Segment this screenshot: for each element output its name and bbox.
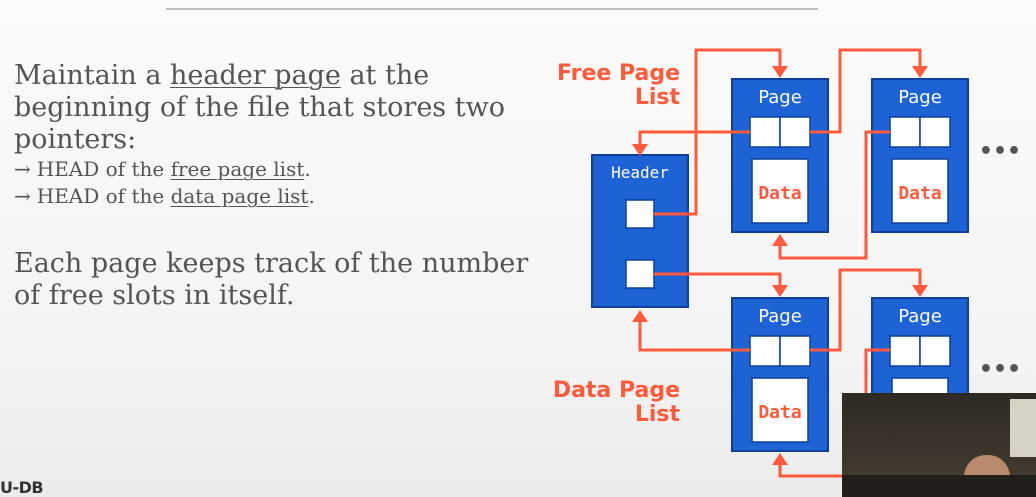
- text-span: .: [304, 157, 311, 181]
- arrow-bullet-icon: →: [14, 184, 31, 208]
- data-prev-link: [638, 320, 750, 352]
- page-slot: [919, 116, 951, 148]
- page-slot: [749, 335, 781, 367]
- header-label: Header: [611, 163, 669, 182]
- more-pages-ellipsis: •••: [979, 357, 1021, 382]
- arrow-head-icon: [632, 144, 648, 156]
- data-head-link: [654, 272, 782, 287]
- data-panel: [891, 158, 949, 224]
- slide-text: Maintain a header page at the beginning …: [14, 60, 554, 312]
- paragraph-free-slots: Each page keeps track of the number of f…: [14, 248, 529, 311]
- free-page-list-label-line1: Free Page: [557, 61, 680, 86]
- arrow-head-icon: [772, 285, 788, 297]
- data-page-list-term: data page list: [170, 184, 309, 208]
- free-head-link: [654, 48, 782, 216]
- top-divider: [166, 8, 818, 10]
- free-next-link: [810, 48, 922, 134]
- text-span: at the beginning of the file that stores…: [14, 60, 505, 155]
- arrow-head-icon: [912, 66, 928, 78]
- arrow-head-icon: [632, 310, 648, 322]
- page-slot: [889, 116, 921, 148]
- data-label: Data: [758, 183, 801, 204]
- data-panel: [751, 158, 809, 224]
- text-span: .: [308, 184, 315, 208]
- free-back-link: [778, 130, 890, 260]
- page-slot: [779, 116, 811, 148]
- data-panel: [751, 377, 809, 443]
- page-label: Page: [898, 87, 942, 108]
- data-list-head-pointer: [625, 259, 655, 289]
- page-label: Page: [898, 306, 942, 327]
- text-span: HEAD of the: [36, 157, 171, 181]
- page-slot: [749, 116, 781, 148]
- header-page-term: header page: [170, 60, 341, 91]
- arrow-head-icon: [912, 285, 928, 297]
- arrow-head-icon: [772, 66, 788, 78]
- data-label: Data: [758, 402, 801, 423]
- free-prev-link: [638, 130, 750, 146]
- video-foreground: [842, 475, 1036, 497]
- footer-logo: U-DB: [0, 478, 44, 497]
- arrow-bullet-icon: →: [14, 157, 31, 181]
- paragraph-header-page: Maintain a header page at the beginning …: [14, 60, 554, 156]
- data-next-link: [810, 268, 922, 352]
- page-label: Page: [758, 306, 802, 327]
- free-page-list-term: free page list: [170, 157, 305, 181]
- free-list-head-pointer: [625, 199, 655, 229]
- data-page-list-label-line1: Data Page: [553, 378, 680, 403]
- free-page-2: Page Data: [871, 78, 969, 233]
- bullet-data-list: →HEAD of the data page list.: [14, 183, 554, 210]
- speaker-video-overlay: [842, 393, 1036, 497]
- page-label: Page: [758, 87, 802, 108]
- more-pages-ellipsis: •••: [979, 139, 1021, 164]
- video-background-screen: [1010, 399, 1036, 457]
- text-span: Maintain a: [14, 60, 171, 91]
- arrow-head-icon: [772, 453, 788, 465]
- data-page-1: Page Data: [731, 297, 829, 452]
- data-page-list-label-line2: List: [635, 402, 681, 427]
- header-page-box: Header: [591, 154, 689, 308]
- page-slot: [889, 335, 921, 367]
- free-page-1: Page Data: [731, 78, 829, 233]
- arrow-head-icon: [772, 234, 788, 246]
- data-label: Data: [898, 183, 941, 204]
- page-slot: [919, 335, 951, 367]
- free-page-list-label-line2: List: [635, 85, 681, 110]
- text-span: HEAD of the: [36, 184, 171, 208]
- bullet-free-list: →HEAD of the free page list.: [14, 156, 554, 183]
- page-slot: [779, 335, 811, 367]
